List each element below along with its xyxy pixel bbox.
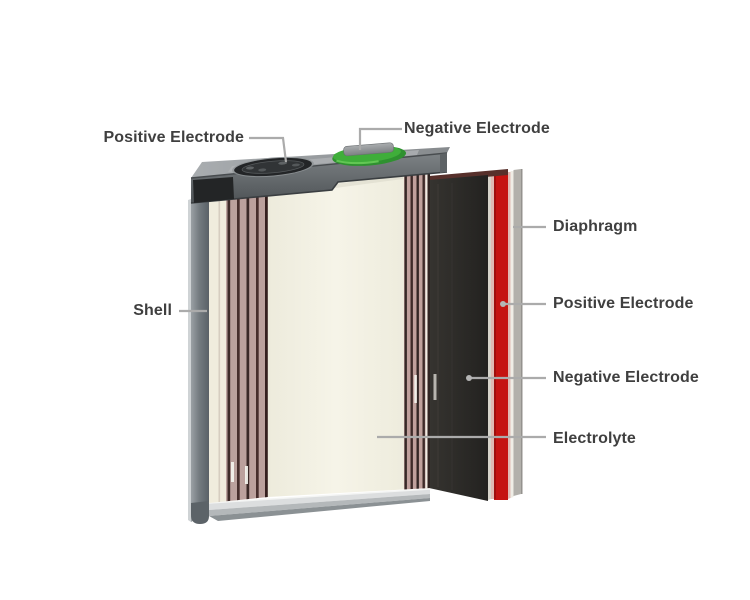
electrolyte-surface (268, 160, 403, 497)
label-positive-electrode-side: Positive Electrode (553, 295, 694, 312)
cell-base (208, 488, 431, 521)
lid-corner-block (193, 177, 234, 203)
diaphragm-sheet (510, 169, 523, 498)
label-diaphragm: Diaphragm (553, 218, 638, 235)
label-positive-electrode-top: Positive Electrode (103, 129, 244, 146)
leader-negative-electrode-top (358, 127, 402, 150)
leader-positive-electrode-top (249, 136, 288, 163)
negative-sheet (429, 169, 508, 501)
electrolyte-face (268, 160, 403, 497)
label-negative-electrode-side: Negative Electrode (553, 369, 699, 386)
leader-dot-negative-side (466, 375, 472, 381)
leader-lines (179, 127, 546, 439)
negative-terminal-plate (343, 142, 394, 157)
negative-terminal (332, 142, 407, 166)
leader-dots (466, 301, 506, 381)
positive-sheet (491, 171, 511, 500)
label-electrolyte: Electrolyte (553, 430, 636, 447)
positive-terminal (232, 156, 314, 178)
leader-dot-positive-side (500, 301, 506, 307)
shell (188, 197, 209, 524)
negative-sheet-face (429, 175, 488, 501)
label-negative-electrode-top: Negative Electrode (404, 120, 550, 137)
winding-stripes-left (209, 170, 268, 503)
label-shell: Shell (133, 302, 172, 319)
winding-stripes-right (403, 158, 430, 490)
lid-front-face (191, 153, 447, 203)
